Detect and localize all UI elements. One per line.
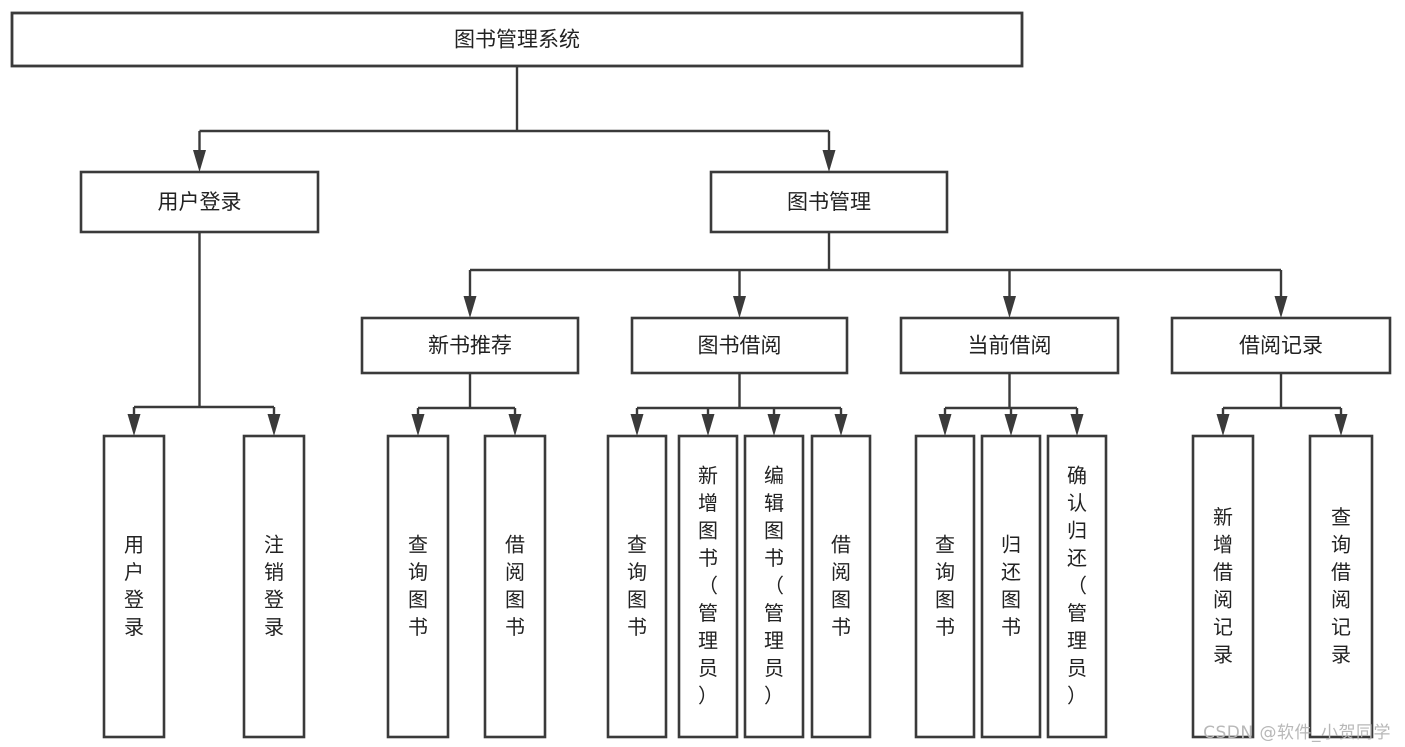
node-leaf-edit-book[interactable]: 编辑图书（管理员） xyxy=(743,434,805,739)
node-label-leaf-borrow-book-1: 借阅图书 xyxy=(505,532,525,639)
node-label-leaf-borrow-book-2: 借阅图书 xyxy=(831,532,851,639)
node-leaf-query-book-2[interactable]: 查询图书 xyxy=(606,434,668,739)
node-borrow-record[interactable]: 借阅记录 xyxy=(1170,316,1392,375)
arrow-head-icon xyxy=(630,414,644,436)
edge-group-user-login xyxy=(127,232,281,436)
node-leaf-add-record[interactable]: 新增借阅记录 xyxy=(1191,434,1255,739)
node-leaf-borrow-book-2[interactable]: 借阅图书 xyxy=(810,434,872,739)
node-box-leaf-user-logout[interactable] xyxy=(242,434,306,739)
node-label-leaf-add-book: 新增图书（管理员） xyxy=(698,463,718,707)
node-box-leaf-add-book[interactable] xyxy=(677,434,739,739)
arrow-head-icon xyxy=(1003,296,1016,318)
node-leaf-query-book-1[interactable]: 查询图书 xyxy=(386,434,450,739)
arrow-head-icon xyxy=(193,150,206,172)
node-leaf-confirm-return[interactable]: 确认归还（管理员） xyxy=(1046,434,1108,739)
arrow-head-icon xyxy=(834,414,848,436)
arrow-head-icon xyxy=(767,414,781,436)
node-label-current-borrow: 当前借阅 xyxy=(968,334,1052,358)
node-box-leaf-edit-book[interactable] xyxy=(743,434,805,739)
node-label-leaf-user-login: 用户登录 xyxy=(124,532,144,639)
node-label-root: 图书管理系统 xyxy=(454,28,580,52)
node-leaf-query-book-3[interactable]: 查询图书 xyxy=(914,434,976,739)
node-label-book-management: 图书管理 xyxy=(787,190,871,214)
node-box-leaf-query-book-3[interactable] xyxy=(914,434,976,739)
node-label-leaf-return-book: 归还图书 xyxy=(1001,532,1021,639)
node-label-leaf-query-book-3: 查询图书 xyxy=(935,532,955,639)
arrow-head-icon xyxy=(508,414,522,436)
arrow-head-icon xyxy=(1274,296,1288,318)
node-label-leaf-add-record: 新增借阅记录 xyxy=(1213,504,1233,666)
node-box-leaf-query-record[interactable] xyxy=(1308,434,1374,739)
node-label-leaf-query-book-1: 查询图书 xyxy=(408,532,428,639)
node-box-leaf-user-login[interactable] xyxy=(102,434,166,739)
node-label-book-borrow: 图书借阅 xyxy=(698,334,782,358)
arrow-head-icon xyxy=(411,414,425,436)
node-leaf-add-book[interactable]: 新增图书（管理员） xyxy=(677,434,739,739)
node-label-new-book-recommend: 新书推荐 xyxy=(428,334,512,358)
node-box-leaf-borrow-book-2[interactable] xyxy=(810,434,872,739)
node-label-leaf-query-book-2: 查询图书 xyxy=(627,532,647,639)
node-box-leaf-query-book-2[interactable] xyxy=(606,434,668,739)
edge-group-book-management xyxy=(463,232,1288,318)
watermark-label: CSDN @软件_小贺同学 xyxy=(1203,723,1391,743)
arrow-head-icon xyxy=(1070,414,1084,436)
node-label-user-login: 用户登录 xyxy=(158,190,242,214)
node-box-book-management[interactable] xyxy=(709,170,949,234)
node-layer: 图书管理系统用户登录图书管理新书推荐图书借阅当前借阅借阅记录用户登录注销登录查询… xyxy=(10,11,1392,739)
node-box-leaf-return-book[interactable] xyxy=(980,434,1042,739)
node-box-leaf-borrow-book-1[interactable] xyxy=(483,434,547,739)
edge-group-borrow-record xyxy=(1216,373,1348,436)
node-book-borrow[interactable]: 图书借阅 xyxy=(630,316,849,375)
edge-layer xyxy=(127,66,1348,436)
arrow-head-icon xyxy=(1004,414,1018,436)
node-box-current-borrow[interactable] xyxy=(899,316,1120,375)
arrow-head-icon xyxy=(701,414,715,436)
node-leaf-return-book[interactable]: 归还图书 xyxy=(980,434,1042,739)
node-leaf-user-login[interactable]: 用户登录 xyxy=(102,434,166,739)
arrow-head-icon xyxy=(463,296,477,318)
node-label-leaf-confirm-return: 确认归还（管理员） xyxy=(1067,463,1087,707)
arrow-head-icon xyxy=(733,296,746,318)
node-box-leaf-add-record[interactable] xyxy=(1191,434,1255,739)
node-label-borrow-record: 借阅记录 xyxy=(1239,334,1323,358)
arrow-head-icon xyxy=(127,414,141,436)
edge-group-book-borrow xyxy=(630,373,848,436)
edge-group-root xyxy=(193,66,836,172)
node-box-book-borrow[interactable] xyxy=(630,316,849,375)
node-label-leaf-query-record: 查询借阅记录 xyxy=(1331,504,1351,666)
node-current-borrow[interactable]: 当前借阅 xyxy=(899,316,1120,375)
node-leaf-borrow-book-1[interactable]: 借阅图书 xyxy=(483,434,547,739)
arrow-head-icon xyxy=(1216,414,1230,436)
arrow-head-icon xyxy=(1334,414,1348,436)
edge-group-current-borrow xyxy=(938,373,1084,436)
edge-group-new-book-recommend xyxy=(411,373,522,436)
node-user-login[interactable]: 用户登录 xyxy=(79,170,320,234)
node-book-management[interactable]: 图书管理 xyxy=(709,170,949,234)
node-box-user-login[interactable] xyxy=(79,170,320,234)
node-leaf-user-logout[interactable]: 注销登录 xyxy=(242,434,306,739)
node-box-borrow-record[interactable] xyxy=(1170,316,1392,375)
node-box-leaf-confirm-return[interactable] xyxy=(1046,434,1108,739)
arrow-head-icon xyxy=(938,414,952,436)
node-box-root[interactable] xyxy=(10,11,1024,68)
arrow-head-icon xyxy=(822,150,836,172)
node-leaf-query-record[interactable]: 查询借阅记录 xyxy=(1308,434,1374,739)
node-label-leaf-edit-book: 编辑图书（管理员） xyxy=(764,463,784,707)
arrow-head-icon xyxy=(267,414,281,436)
node-new-book-recommend[interactable]: 新书推荐 xyxy=(360,316,580,375)
node-box-new-book-recommend[interactable] xyxy=(360,316,580,375)
node-box-leaf-query-book-1[interactable] xyxy=(386,434,450,739)
node-root[interactable]: 图书管理系统 xyxy=(10,11,1024,68)
node-label-leaf-user-logout: 注销登录 xyxy=(264,532,284,639)
